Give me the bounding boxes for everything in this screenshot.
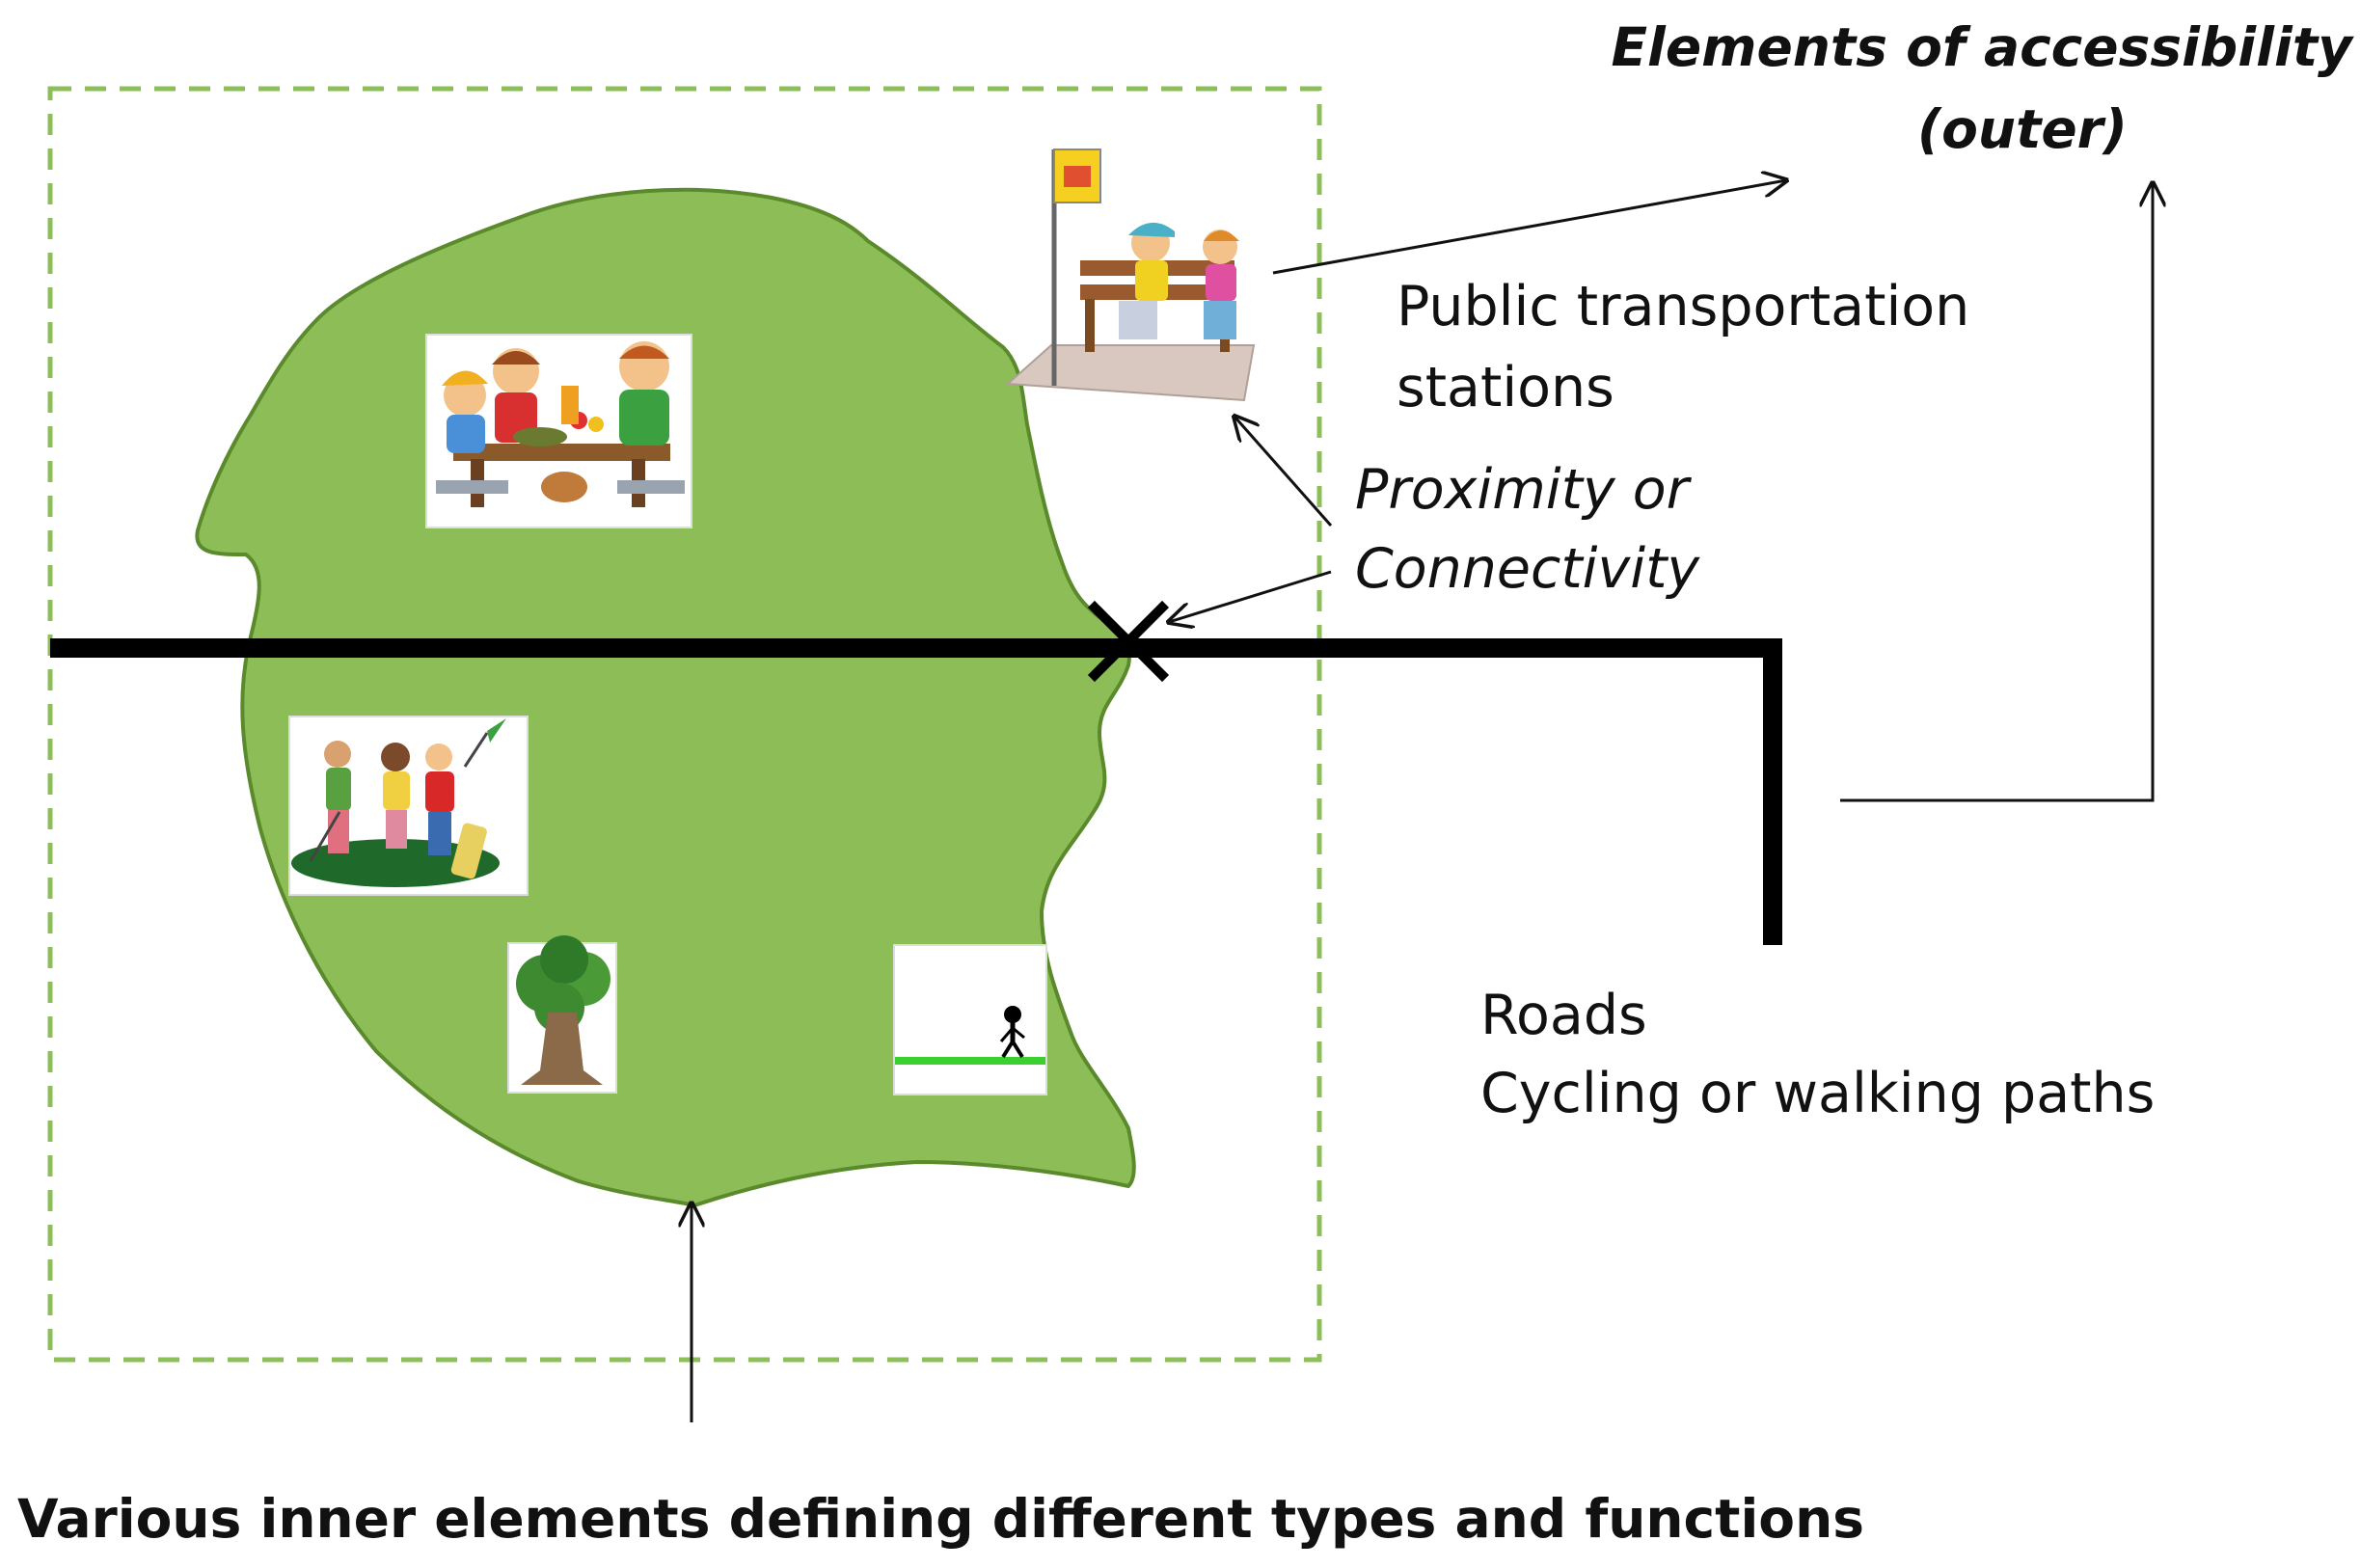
proximity-label: Proximity or	[1355, 458, 1690, 522]
arrow-roads-to-title	[1840, 183, 2153, 802]
public-transport-label: Public transportation	[1397, 275, 1970, 338]
connectivity-label: Connectivity	[1355, 537, 1700, 601]
walking-path-icon	[893, 944, 1047, 1095]
public-transport-label-line2: stations	[1397, 356, 1614, 419]
inner-elements-label: Various inner elements defining differen…	[17, 1488, 1864, 1550]
bus-stop-bench-icon	[1005, 149, 1256, 402]
accessibility-title-outer: (outer)	[1917, 98, 2128, 160]
arrow-bench-to-title	[1272, 180, 1786, 275]
road-line	[50, 638, 1782, 945]
roads-label: Roads	[1480, 984, 1647, 1047]
tree-icon	[507, 935, 617, 1094]
golf-players-icon	[288, 716, 529, 896]
paths-label: Cycling or walking paths	[1480, 1062, 2156, 1125]
arrow-proximity-to-cross	[1169, 570, 1332, 622]
picnic-icon	[425, 334, 692, 528]
accessibility-title: Elements of accessibility	[1611, 16, 2352, 78]
connection-cross-marker	[1087, 600, 1170, 683]
arrow-proximity-to-bench	[1234, 417, 1333, 527]
dashed-boundary	[47, 86, 1322, 1363]
